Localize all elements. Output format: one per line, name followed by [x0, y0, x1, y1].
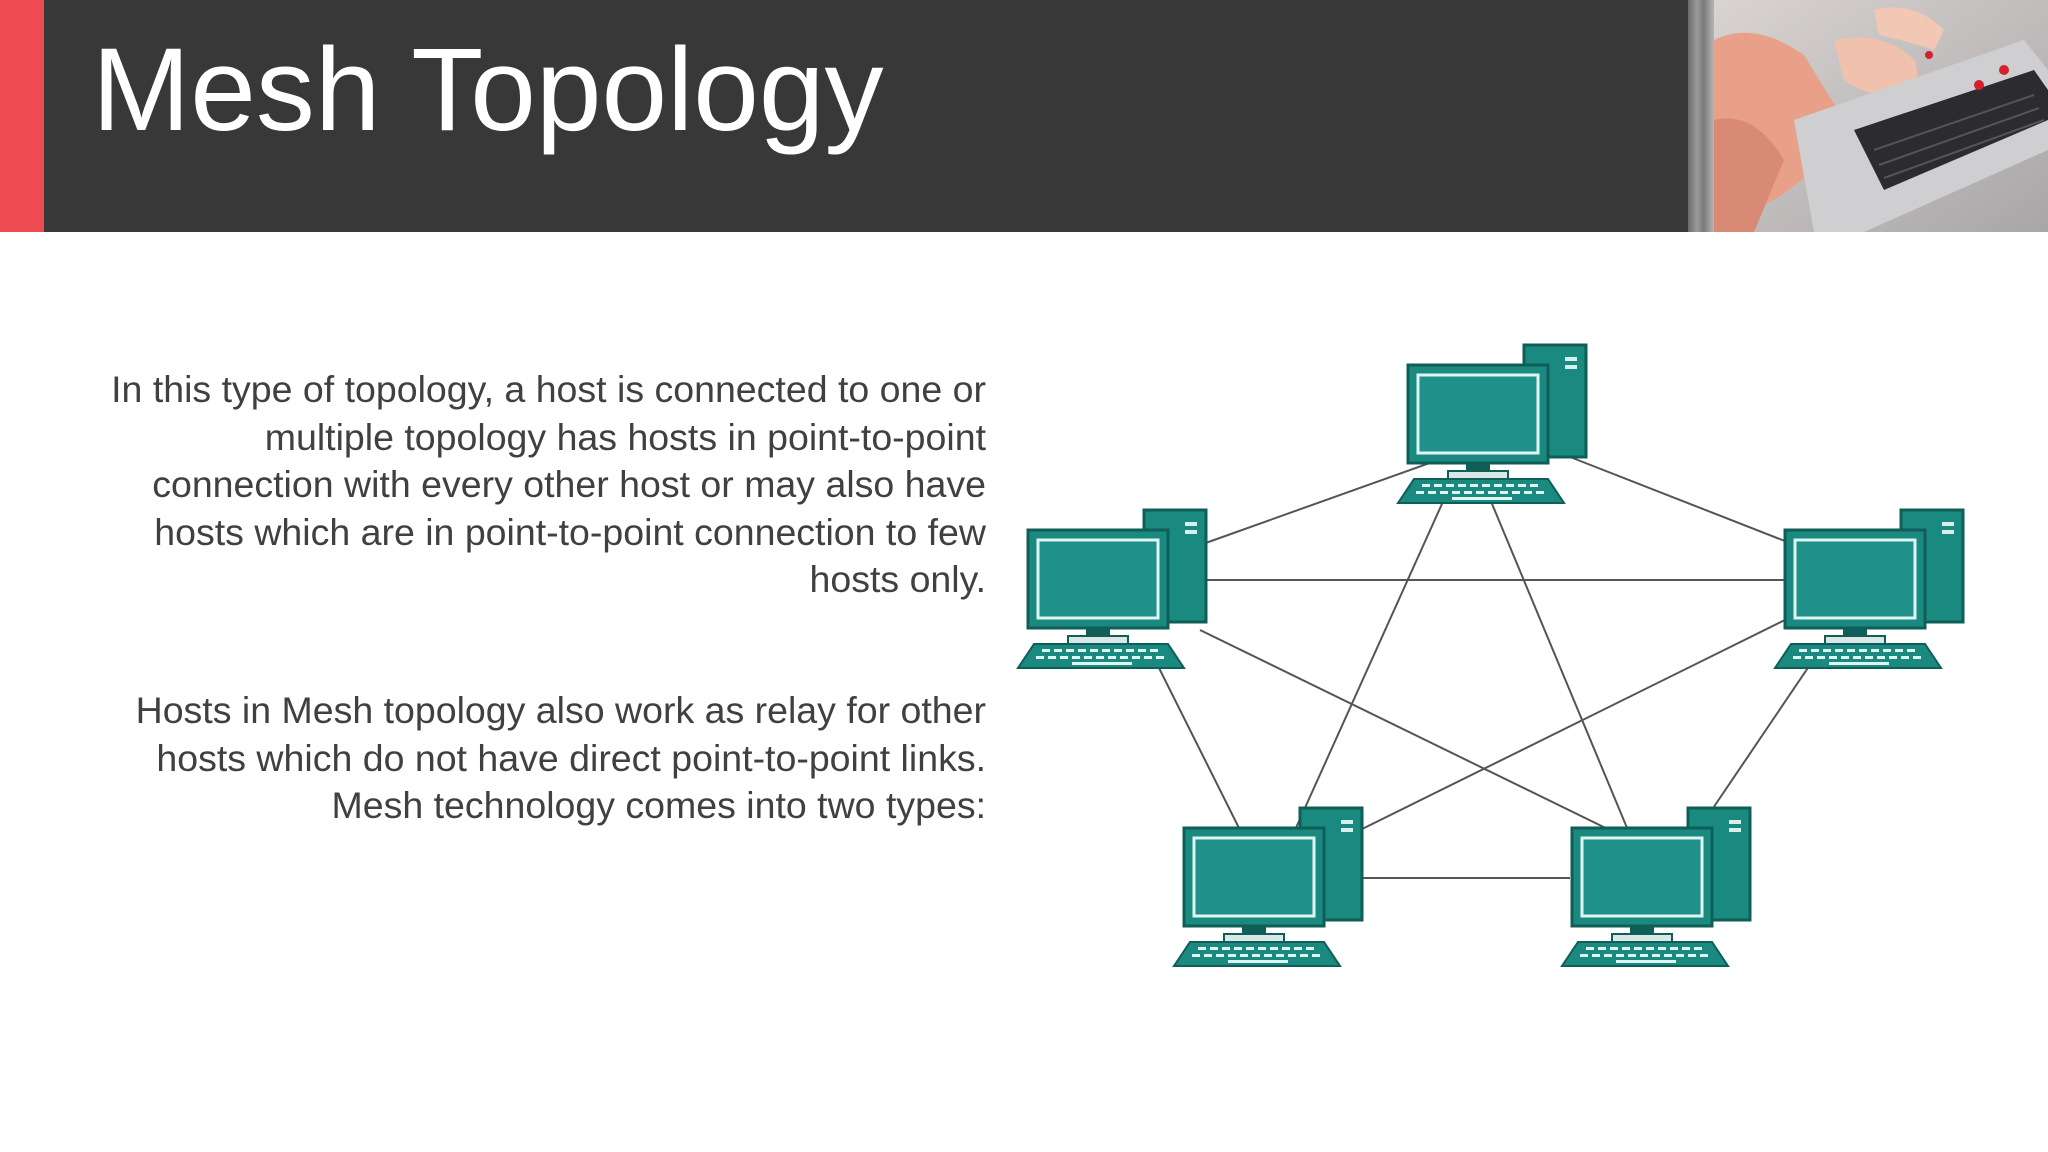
description-paragraph-2: Hosts in Mesh topology also work as rela…: [135, 689, 986, 826]
link-right-bottom-right: [1704, 649, 1821, 821]
photo-divider: [1688, 0, 1714, 232]
link-top-bottom-left: [1294, 474, 1456, 831]
description-paragraph-1: In this type of topology, a host is conn…: [111, 368, 986, 600]
link-top-bottom-right: [1479, 474, 1631, 836]
link-right-bottom-left: [1349, 614, 1796, 836]
link-top-right: [1564, 454, 1796, 546]
laptop-photo-image: [1714, 0, 2048, 232]
link-left-bottom-right: [1199, 629, 1621, 836]
desktop-computer-icon-left: [1016, 508, 1208, 670]
header-photo-laptop-typing: [1714, 0, 2048, 232]
accent-bar: [0, 0, 44, 232]
mesh-topology-diagram: [1016, 343, 1965, 968]
link-left-bottom-left: [1149, 649, 1241, 831]
desktop-computer-icon-right: [1773, 508, 1965, 670]
desktop-computer-icon-bottom-right: [1560, 806, 1752, 968]
slide-title: Mesh Topology: [92, 24, 884, 156]
desktop-computer-icon-bottom-left: [1172, 806, 1364, 968]
mesh-links: [1149, 444, 1821, 879]
desktop-computer-icon-top: [1396, 343, 1588, 505]
